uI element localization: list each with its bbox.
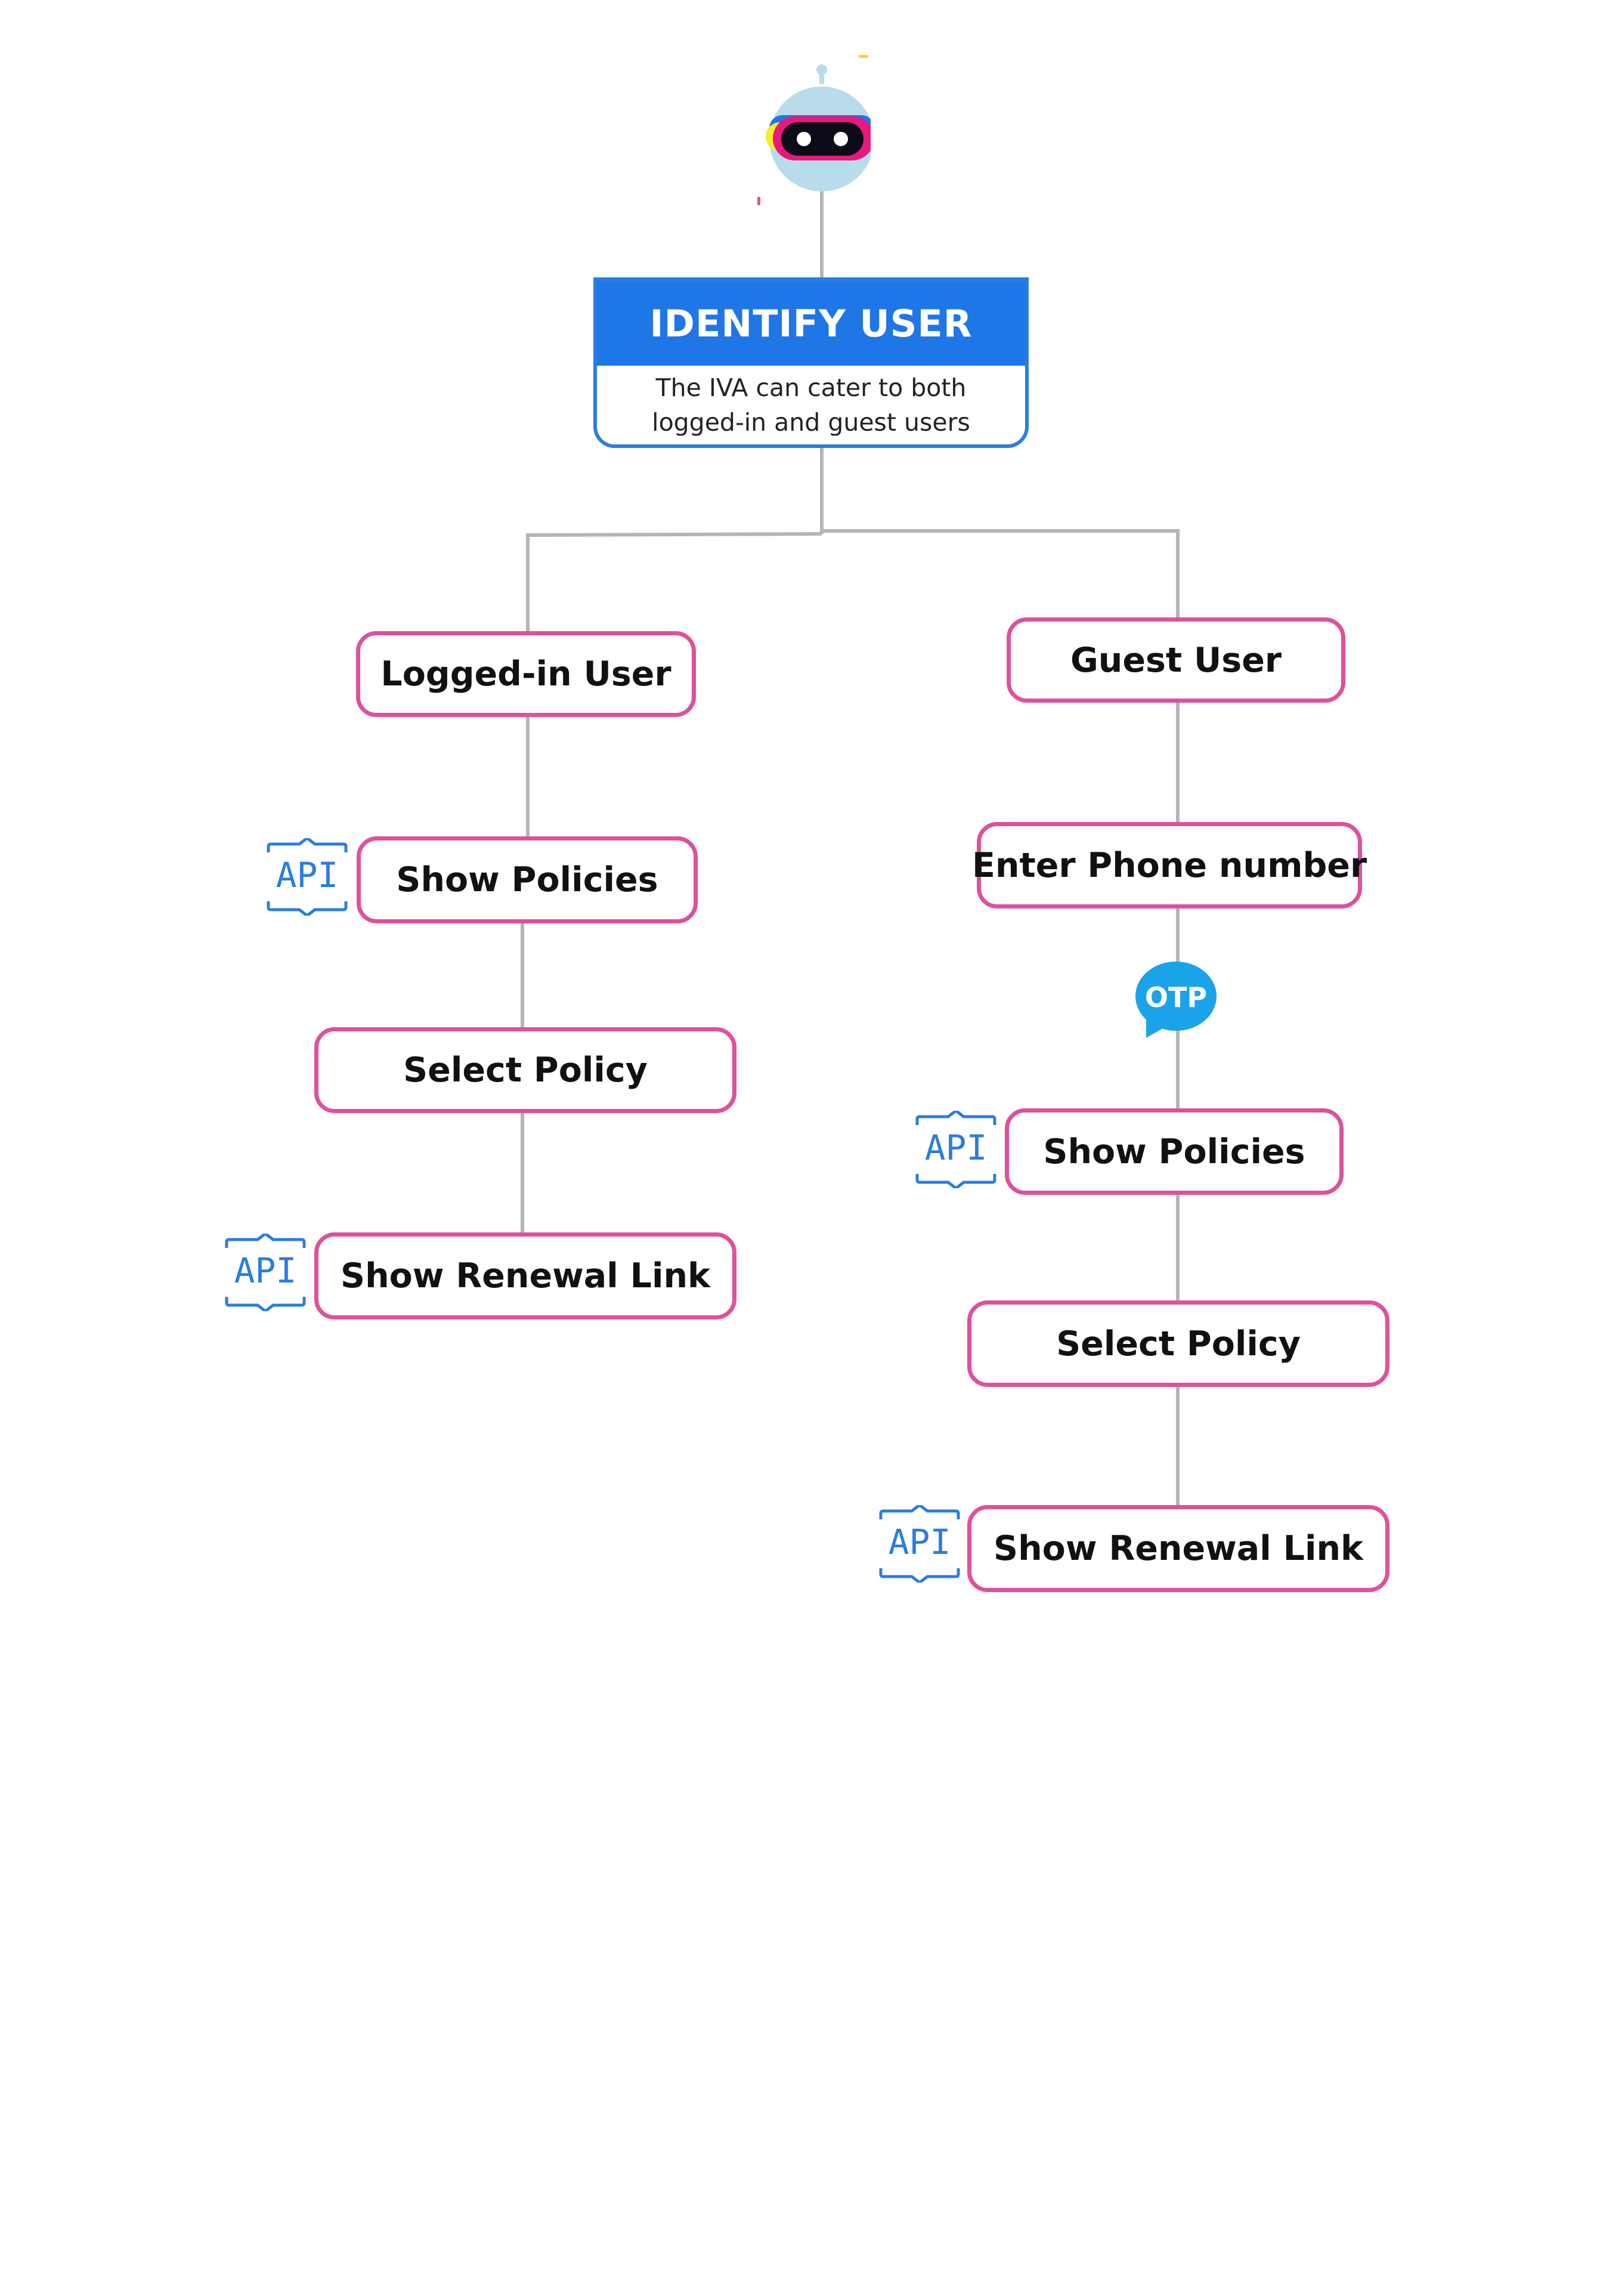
guest-user-node: Guest User bbox=[1007, 617, 1345, 703]
identify-user-description-line: The IVA can cater to both bbox=[655, 373, 967, 402]
connector-split-left bbox=[526, 532, 822, 631]
identify-user-title: IDENTIFY USER bbox=[597, 281, 1025, 366]
otp-chat-bubble-icon: OTP bbox=[1135, 962, 1217, 1038]
connector-split-right bbox=[822, 529, 1180, 617]
api-badge-label: API bbox=[234, 1250, 297, 1291]
identify-user-description-line: logged-in and guest users bbox=[652, 408, 970, 437]
logged-in-show-renewal-link-node: Show Renewal Link bbox=[314, 1232, 736, 1319]
guest-enter-phone-number-node: Enter Phone number bbox=[972, 822, 1367, 908]
identify-user-node: IDENTIFY USER The IVA can cater to both … bbox=[593, 277, 1029, 448]
robot-mascot-icon bbox=[766, 64, 871, 191]
api-badge-icon: API bbox=[267, 838, 348, 916]
decorative-speck bbox=[757, 197, 760, 205]
decorative-speck bbox=[859, 55, 868, 58]
logged-in-show-policies-node: Show Policies bbox=[357, 836, 698, 923]
api-badge-label: API bbox=[889, 1522, 951, 1562]
guest-show-policies-node: Show Policies bbox=[1005, 1108, 1344, 1195]
api-badge-label: API bbox=[276, 855, 339, 895]
guest-show-renewal-link-node: Show Renewal Link bbox=[967, 1505, 1389, 1592]
api-badge-label: API bbox=[925, 1127, 988, 1168]
logged-in-user-node: Logged-in User bbox=[356, 631, 696, 717]
otp-badge-label: OTP bbox=[1145, 981, 1207, 1013]
api-badge-icon: API bbox=[879, 1505, 960, 1583]
guest-select-policy-node: Select Policy bbox=[967, 1300, 1389, 1387]
identify-user-description: The IVA can cater to both logged-in and … bbox=[597, 366, 1025, 440]
api-badge-icon: API bbox=[225, 1234, 306, 1311]
api-badge-icon: API bbox=[915, 1111, 996, 1188]
logged-in-select-policy-node: Select Policy bbox=[314, 1027, 736, 1113]
